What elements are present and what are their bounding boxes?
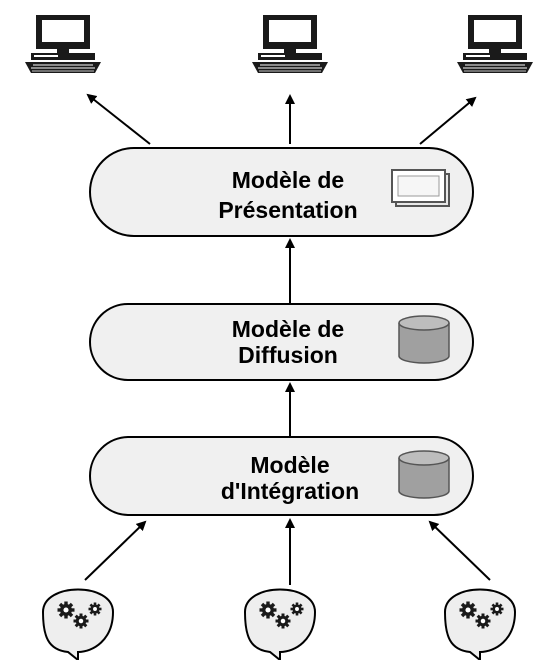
arrow-presentation-to-client-1 (86, 93, 151, 145)
window-icon (391, 169, 450, 207)
integration-layer-title-line1: Modèle (250, 452, 329, 478)
computer-terminal-icon (456, 14, 534, 74)
integration-layer: Modèle d'Intégration (89, 436, 474, 516)
computer-terminal-icon (24, 14, 102, 74)
gears-icon (445, 590, 515, 660)
diffusion-layer-title-line2: Diffusion (238, 342, 338, 368)
client-computer-3 (456, 14, 534, 74)
diffusion-layer: Modèle de Diffusion (89, 303, 474, 381)
gears-icon (245, 590, 315, 660)
arrow-presentation-to-client-3 (419, 96, 477, 145)
data-source-3 (445, 590, 515, 660)
data-source-1 (43, 590, 113, 660)
computer-terminal-icon (251, 14, 329, 74)
client-computer-1 (24, 14, 102, 74)
database-icon (398, 315, 450, 364)
presentation-layer: Modèle de Présentation (89, 147, 474, 237)
client-computer-2 (251, 14, 329, 74)
database-icon (398, 450, 450, 499)
arrow-source-1-to-integration (84, 520, 147, 581)
presentation-layer-title-line1: Modèle de (232, 167, 344, 193)
integration-layer-title-line2: d'Intégration (221, 478, 359, 504)
arrow-source-3-to-integration (428, 520, 491, 581)
diffusion-layer-title-line1: Modèle de (232, 316, 344, 342)
data-source-2 (245, 590, 315, 660)
gears-icon (43, 590, 113, 660)
presentation-layer-title-line2: Présentation (218, 197, 357, 223)
